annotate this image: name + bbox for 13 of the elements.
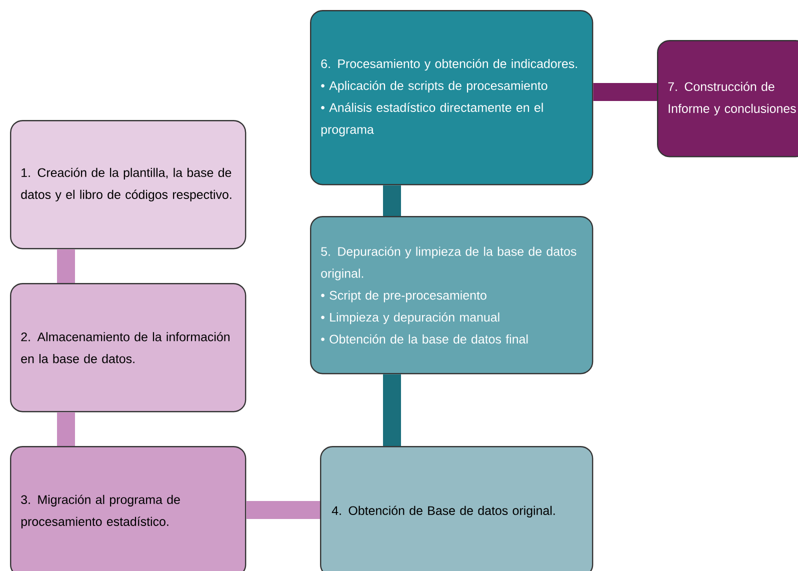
connector-bar	[383, 185, 401, 216]
process-box: 6. Procesamiento y obtención de indicadores. • Aplicación de scripts de procesamiento • Análisis estadístico directamente en el programa	[310, 10, 594, 186]
process-box: 1. Creación de la plantilla, la base de datos y el libro de códigos respectivo.	[10, 120, 246, 250]
process-box: 3. Migración al programa de procesamiento estadístico.	[10, 446, 246, 571]
connector-bar	[246, 501, 320, 519]
connector-bar	[593, 83, 657, 101]
process-box: 7. Construcción de Informe y conclusiones	[657, 40, 798, 158]
connector-bar	[57, 412, 75, 446]
process-box: 5. Depuración y limpieza de la base de datos original. • Script de pre-procesamiento • Limpieza y depuración manual • Obtención de la base de datos final	[310, 216, 594, 374]
process-box: 4. Obtención de Base de datos original.	[320, 446, 594, 571]
connector-bar	[57, 249, 75, 283]
connector-bar	[383, 374, 401, 446]
process-box: 2. Almacenamiento de la información en la base de datos.	[10, 283, 246, 412]
